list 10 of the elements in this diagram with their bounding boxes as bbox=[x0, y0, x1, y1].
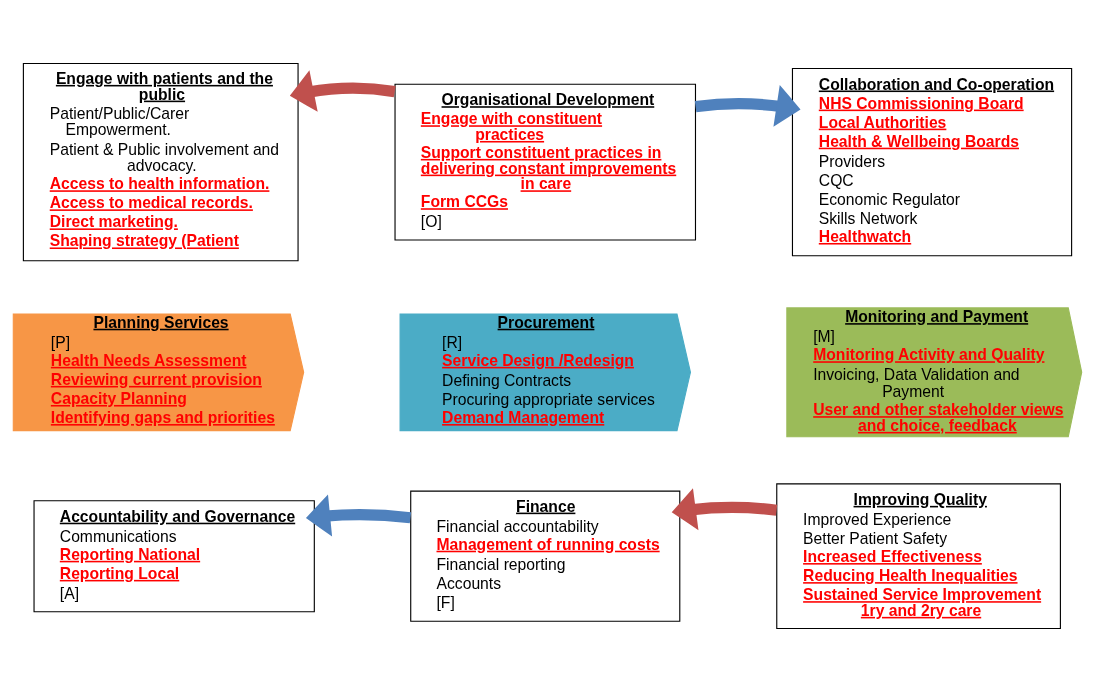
arrow bbox=[694, 84, 801, 127]
node-box: Improving Quality Improved Experience Better Patient Safety Increased Effectiveness Reducing Health Inequalities Sustained Service Improvement 1ry and 2ry care bbox=[776, 482, 1061, 629]
node-box: Finance Financial accountability Management of running costs Financial reporting Accounts [F] bbox=[410, 490, 681, 622]
node-box: Engage with patients and the public Patient/Public/Carer Empowerment. Patient & Public involvement and advocacy. Access to health information. Access to medical records. Direct marketing. Shaping strategy (Patient bbox=[22, 62, 299, 261]
arrow bbox=[289, 69, 396, 112]
arrow bbox=[671, 487, 778, 530]
node-box: Accountability and Governance Communications Reporting National Reporting Local [A] bbox=[33, 499, 315, 612]
arrow bbox=[305, 493, 412, 537]
node-box: Organisational Development Engage with constituent practices Support constituent practices in delivering constant improvements in care Form CCGs [O] bbox=[394, 83, 697, 241]
node-box: Collaboration and Co-operation NHS Commissioning Board Local Authorities Health & Wellbeing Boards Providers CQC Economic Regulator Skills Network Healthwatch bbox=[791, 67, 1073, 256]
